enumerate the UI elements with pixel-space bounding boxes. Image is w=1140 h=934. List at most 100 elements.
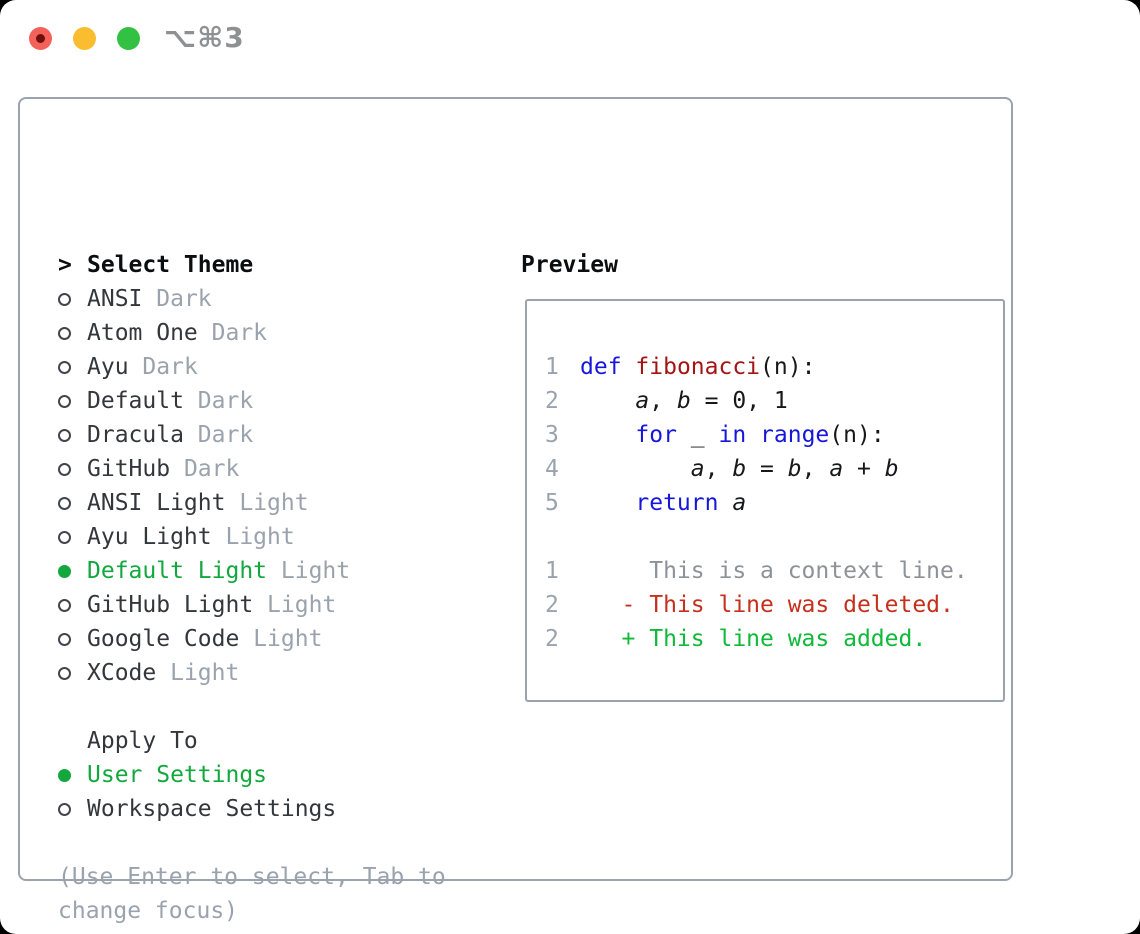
line-number: 4 <box>545 456 559 482</box>
hint-text: (Use Enter to select, Tab to change focus… <box>58 860 446 928</box>
theme-variant: Light <box>239 490 309 516</box>
theme-variant: Dark <box>197 422 254 448</box>
radio-icon <box>58 802 71 816</box>
apply-to-title: Apply To <box>87 728 198 754</box>
radio-icon <box>58 462 71 476</box>
radio-icon <box>58 394 71 408</box>
theme-variant: Dark <box>197 388 254 414</box>
theme-variant: Dark <box>183 456 240 482</box>
theme-option[interactable]: ANSI Light Light <box>58 486 446 520</box>
line-number: 5 <box>545 490 559 516</box>
theme-variant: Dark <box>156 286 212 312</box>
radio-icon <box>58 530 71 544</box>
spacer <box>545 520 1003 554</box>
diff-line: 2 - This line was deleted. <box>545 588 1003 622</box>
theme-option[interactable]: Google Code Light <box>58 622 446 656</box>
select-theme-header: > Select Theme <box>58 248 446 282</box>
theme-name: Ayu Light <box>87 524 212 550</box>
radio-icon <box>58 666 71 680</box>
hint-line: (Use Enter to select, Tab to <box>58 864 446 890</box>
window-title-shortcut: ⌥⌘3 <box>164 21 245 54</box>
theme-option[interactable]: Ayu Dark <box>58 350 446 384</box>
theme-name: ANSI Light <box>87 490 226 516</box>
diff-text: - This line was deleted. <box>580 592 954 618</box>
line-number: 2 <box>545 388 559 414</box>
line-number: 1 <box>545 558 559 584</box>
code-text: def fibonacci(n): <box>580 354 816 380</box>
theme-variant: Dark <box>142 354 198 380</box>
theme-variant: Light <box>170 660 240 686</box>
theme-variant: Light <box>253 626 323 652</box>
theme-name: Dracula <box>87 422 184 448</box>
radio-icon <box>58 632 71 646</box>
diff-line: 2 + This line was added. <box>545 622 1003 656</box>
theme-name: Atom One <box>87 320 198 346</box>
radio-icon <box>58 598 71 612</box>
theme-name: Ayu <box>87 354 129 380</box>
radio-icon <box>58 496 71 510</box>
theme-option[interactable]: Ayu Light Light <box>58 520 446 554</box>
line-number: 2 <box>545 592 559 618</box>
theme-name: ANSI <box>87 286 143 312</box>
theme-option[interactable]: ANSI Dark <box>58 282 446 316</box>
code-text: a, b = b, a + b <box>690 456 899 482</box>
apply-to-label: Workspace Settings <box>87 796 337 822</box>
preview-title: Preview <box>521 252 618 278</box>
theme-variant: Light <box>280 558 351 584</box>
theme-name: GitHub <box>87 456 171 482</box>
theme-option[interactable]: Default Light Light <box>58 554 446 588</box>
diff-text: This is a context line. <box>580 558 968 584</box>
select-theme-title: Select Theme <box>87 252 254 278</box>
code-line: 3 for _ in range(n): <box>545 418 1003 452</box>
diff-line: 1 This is a context line. <box>545 554 1003 588</box>
close-window-button[interactable] <box>29 27 52 50</box>
theme-name: Default <box>87 388 184 414</box>
code-text: for _ in range(n): <box>635 422 885 448</box>
apply-to-option[interactable]: User Settings <box>58 758 446 792</box>
radio-icon <box>58 292 71 306</box>
theme-option[interactable]: Dracula Dark <box>58 418 446 452</box>
diff-text: + This line was added. <box>580 626 927 652</box>
code-line: 5 return a <box>545 486 1003 520</box>
window-controls <box>29 27 140 50</box>
radio-icon <box>58 326 71 340</box>
radio-icon <box>58 360 71 374</box>
code-text: return a <box>635 490 747 516</box>
theme-variant: Dark <box>211 320 268 346</box>
code-text: a, b = 0, 1 <box>635 388 788 414</box>
radio-selected-icon <box>58 564 71 578</box>
spacer <box>58 826 446 860</box>
code-line: 2 a, b = 0, 1 <box>545 384 1003 418</box>
theme-name: GitHub Light <box>87 592 254 618</box>
theme-variant: Light <box>225 524 295 550</box>
theme-name: XCode <box>87 660 157 686</box>
theme-option[interactable]: Default Dark <box>58 384 446 418</box>
zoom-window-button[interactable] <box>117 27 140 50</box>
minimize-window-button[interactable] <box>73 27 96 50</box>
spacer <box>58 690 446 724</box>
theme-option[interactable]: GitHub Dark <box>58 452 446 486</box>
theme-name: Google Code <box>87 626 240 652</box>
apply-to-label: User Settings <box>87 762 268 788</box>
apply-to-option[interactable]: Workspace Settings <box>58 792 446 826</box>
code-line: 4 a, b = b, a + b <box>545 452 1003 486</box>
line-number: 2 <box>545 626 559 652</box>
theme-name: Default Light <box>87 558 268 584</box>
radio-selected-icon <box>58 768 71 782</box>
theme-option[interactable]: GitHub Light Light <box>58 588 446 622</box>
line-number: 3 <box>545 422 559 448</box>
theme-variant: Light <box>267 592 337 618</box>
theme-option[interactable]: XCode Light <box>58 656 446 690</box>
hint-line: change focus) <box>58 898 239 924</box>
theme-option[interactable]: Atom One Dark <box>58 316 446 350</box>
radio-icon <box>58 428 71 442</box>
apply-to-header: Apply To <box>58 724 446 758</box>
